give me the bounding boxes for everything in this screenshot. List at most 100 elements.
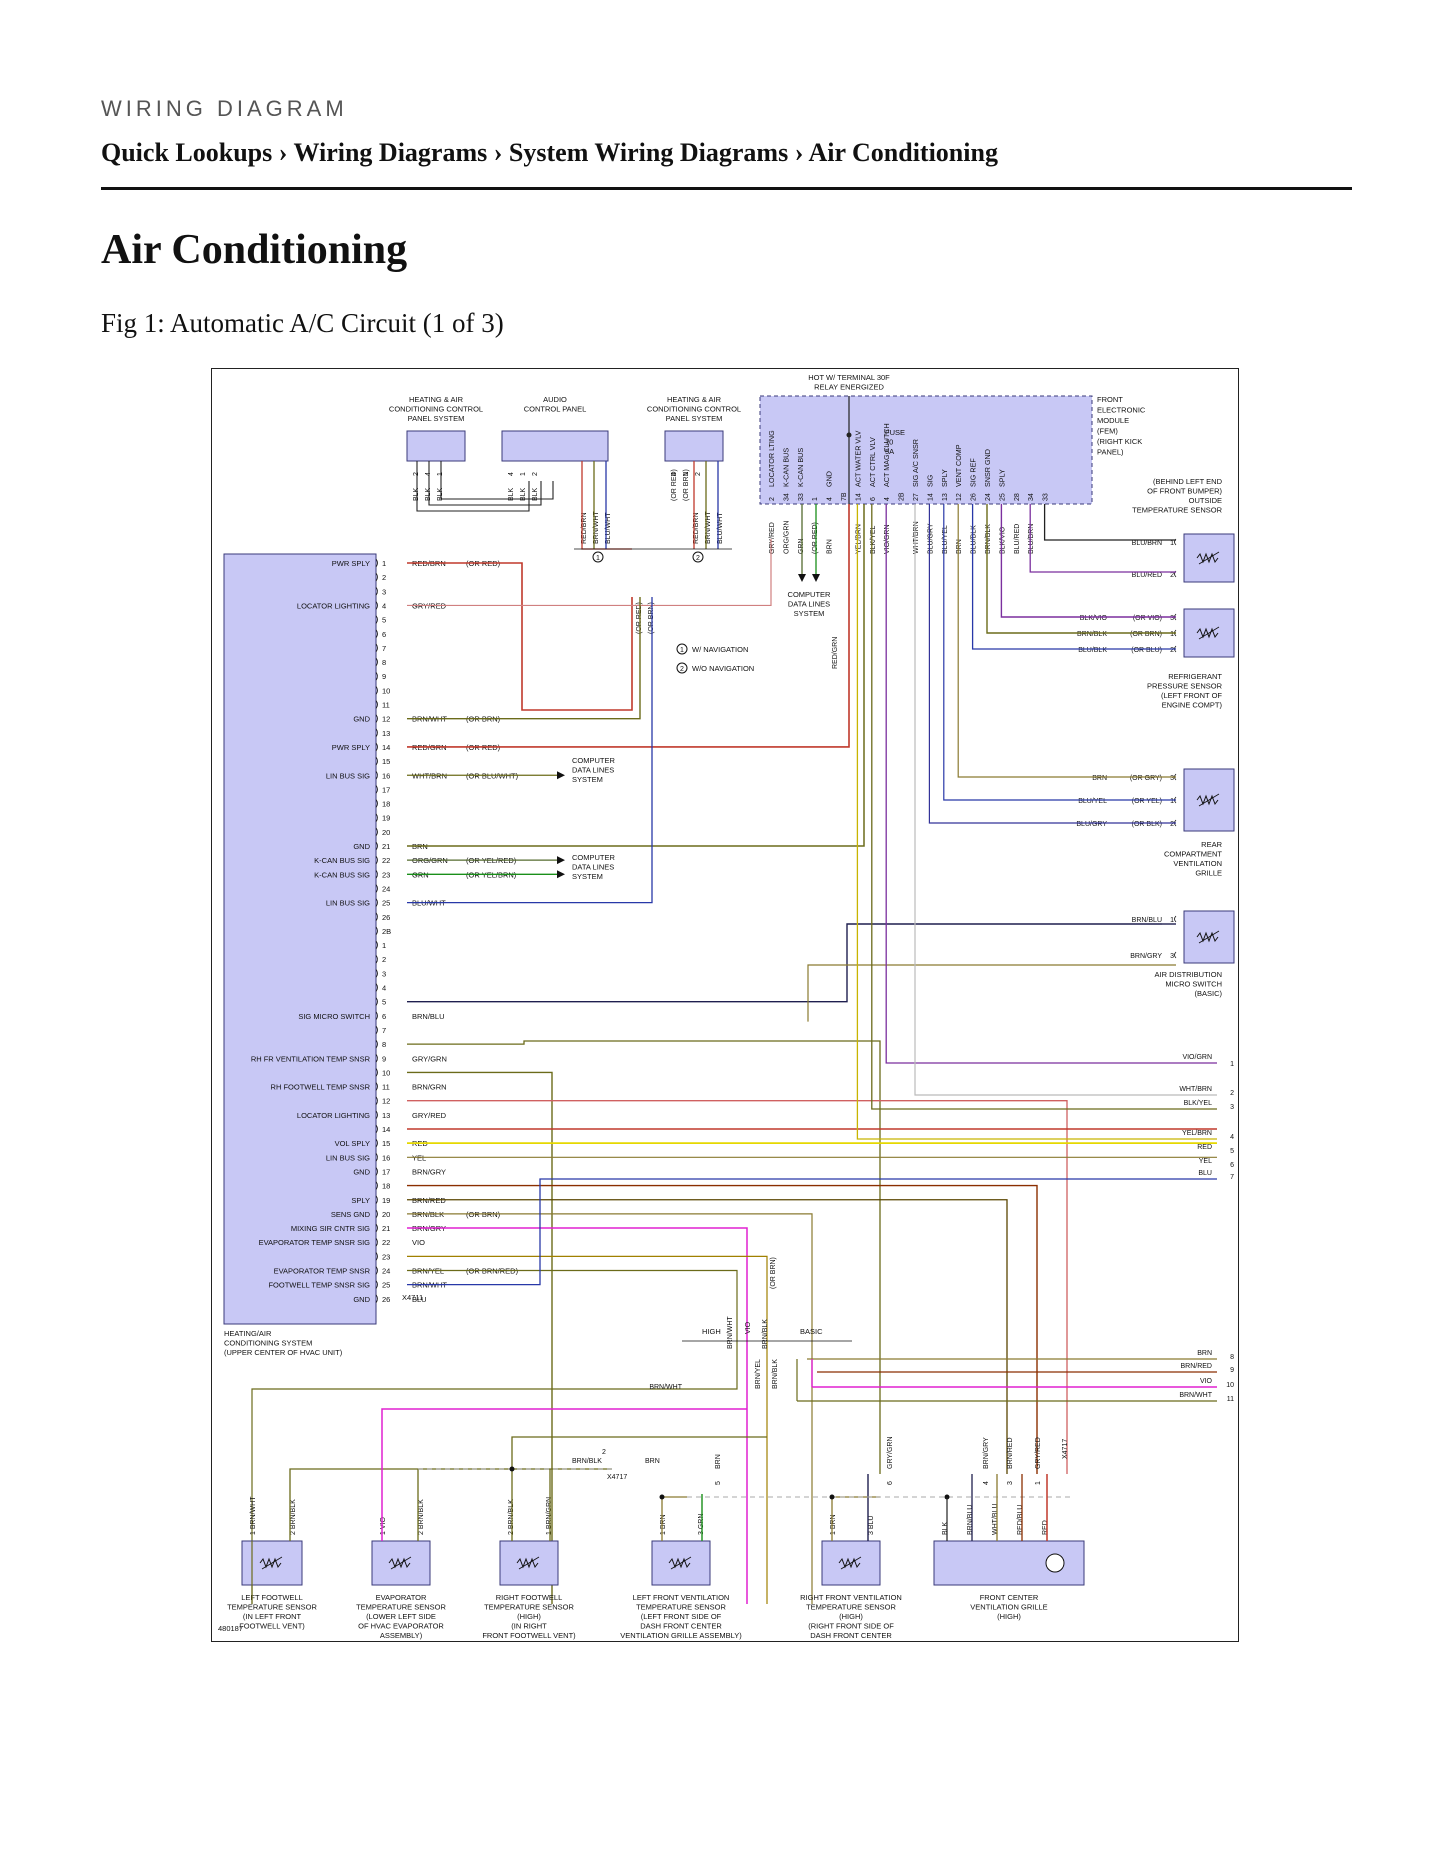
top-module-wire: BLK	[532, 487, 539, 501]
connector-tooth	[375, 1025, 378, 1035]
breadcrumb-item-wiring-diagrams[interactable]: Wiring Diagrams	[293, 138, 488, 167]
hvac-pin-number: 25	[382, 899, 390, 908]
hvac-pin-function: LIN BUS SIG	[326, 771, 370, 780]
fem-pin-number: 34	[1028, 493, 1035, 501]
fem-pin-function: ACT CTRL VLV	[868, 437, 877, 487]
connector-tooth	[375, 601, 378, 610]
hvac-pin-function: SENS GND	[331, 1210, 371, 1219]
hvac-pin-function: EVAPORATOR TEMP SNSR SIG	[259, 1238, 371, 1247]
fem-fuse-label: FUSE	[885, 428, 905, 437]
bottom-component-label: (LEFT FRONT SIDE OF	[641, 1612, 722, 1621]
sensor-symbol	[1196, 794, 1219, 806]
resistor-arrow	[1198, 793, 1220, 807]
right-component-wire: BRN/BLK	[1077, 631, 1107, 638]
top-module-label: CONDITIONING CONTROL	[389, 405, 483, 414]
arrow-computer-data	[557, 856, 565, 865]
bottom-component-label: (HIGH)	[517, 1612, 541, 1621]
wire-mixing	[407, 1213, 813, 1604]
hvac-pin-number: 23	[382, 870, 390, 879]
bottom-wire-label: 6	[887, 1481, 894, 1485]
connector-tooth	[375, 587, 378, 596]
top-module-label: PANEL SYSTEM	[666, 414, 723, 423]
hvac-pin-number: 16	[382, 1153, 390, 1162]
fem-fuse-label: 5A	[885, 447, 894, 456]
right-component-wire: BLU/BRN	[1132, 540, 1162, 547]
bottom-wire-label: BRN/RED	[1007, 1437, 1014, 1469]
bottom-wire-label: 5	[715, 1481, 722, 1485]
breadcrumb-item-quick-lookups[interactable]: Quick Lookups	[101, 138, 273, 167]
right-component-label: (BEHIND LEFT END	[1153, 477, 1223, 486]
resistor-arrow	[1198, 626, 1220, 640]
splice-node	[829, 1494, 835, 1500]
right-exit-number: 2	[1230, 1090, 1234, 1097]
right-component-label: COMPARTMENT	[1164, 850, 1222, 859]
fem-label: MODULE	[1097, 416, 1129, 425]
fem-pin-wire: BLU/YEL	[942, 525, 949, 554]
wire-blu	[407, 1178, 1217, 1286]
top-supply-label: RELAY ENERGIZED	[814, 383, 884, 392]
computer-data-label: SYSTEM	[572, 872, 603, 881]
fem-pin-number: 28	[1014, 493, 1021, 501]
bottom-component-label: (HIGH)	[839, 1612, 863, 1621]
bottom-component-label: (RIGHT FRONT SIDE OF	[808, 1622, 894, 1631]
fem-pin-function: SPLY	[940, 469, 949, 487]
right-exit-number: 7	[1230, 1174, 1234, 1181]
hvac-pin-number: 8	[382, 1040, 386, 1049]
panel-wire-label: BRN/WHT	[705, 511, 712, 544]
computer-data-label: COMPUTER	[788, 590, 832, 599]
connector-tooth	[375, 615, 378, 624]
bottom-component-label: TEMPERATURE SENSOR	[227, 1603, 317, 1612]
branch-high-label: HIGH	[702, 1327, 721, 1336]
bottom-component-pin: RED/BLU	[1017, 1505, 1024, 1535]
panel-wire-label: RED/BRN	[581, 512, 588, 544]
right-component-wire: BLU/YEL	[1078, 798, 1107, 805]
hvac-pin-wire: BLU	[412, 1295, 427, 1304]
hvac-pin-function: SPLY	[351, 1196, 370, 1205]
bottom-component-pin: 2 BRN/BLK	[418, 1499, 425, 1535]
hvac-pin-function: LIN BUS SIG	[326, 899, 370, 908]
right-component-label: OUTSIDE	[1189, 496, 1222, 505]
hvac-pin-number: 8	[382, 658, 386, 667]
fem-pin-function: VENT COMP	[954, 444, 963, 487]
hvac-pin-function: RH FR VENTILATION TEMP SNSR	[251, 1054, 371, 1063]
right-exit-number: 10	[1226, 1382, 1234, 1389]
right-exit-wire: VIO	[1200, 1378, 1213, 1385]
ground-wire	[428, 461, 542, 506]
fem-pin-number: 26	[971, 493, 978, 501]
hvac-pin-number: 4	[382, 984, 386, 993]
bottom-component-label: RIGHT FRONT VENTILATION	[800, 1593, 902, 1602]
bottom-wire-label: 1	[1035, 1481, 1042, 1485]
breadcrumb-separator: ›	[493, 138, 503, 167]
bottom-component-pin: RED	[1042, 1520, 1049, 1535]
right-component-pin: 3	[1170, 953, 1174, 960]
bottom-component-label: VENTILATION GRILLE ASSEMBLY)	[790, 1641, 912, 1642]
hvac-pin-number: 6	[382, 630, 386, 639]
fem-label: ELECTRONIC	[1097, 406, 1146, 415]
resistor-arrow	[840, 1556, 862, 1570]
top-module-box	[664, 430, 724, 462]
fem-pin-wire: BLK/VIO	[999, 526, 1006, 554]
connector-tooth	[375, 1167, 378, 1176]
top-module-wire: (OR RED)	[671, 469, 678, 501]
computer-data-label: COMPUTER	[572, 756, 616, 765]
breadcrumb-item-air-conditioning[interactable]: Air Conditioning	[808, 138, 998, 167]
top-module-pin: 1	[520, 472, 527, 476]
hvac-label: CONDITIONING SYSTEM	[224, 1339, 312, 1348]
fem-pin-function: SNSR GND	[983, 449, 992, 487]
fem-pin-number: 12	[956, 493, 963, 501]
top-module-pin: 1	[683, 472, 690, 476]
connector-tooth	[375, 643, 378, 653]
right-component-label: AIR DISTRIBUTION	[1154, 970, 1222, 979]
bottom-component-label: TEMPERATURE SENSOR	[484, 1603, 574, 1612]
right-exit-wire: BRN/RED	[1180, 1363, 1212, 1370]
bottom-wire	[381, 1408, 747, 1541]
arrow-kcan	[798, 574, 806, 582]
fem-pin-function: LOCATOR LTING	[767, 430, 776, 487]
hvac-label: HEATING/AIR	[224, 1329, 272, 1338]
computer-data-label: DATA LINES	[572, 863, 614, 872]
wire-gry-red	[407, 1100, 1068, 1474]
hvac-pin-number: 1	[382, 941, 386, 950]
hvac-pin-function: GND	[353, 1295, 370, 1304]
breadcrumb-item-system-wiring-diagrams[interactable]: System Wiring Diagrams	[508, 138, 789, 167]
bottom-wire-label: BRN/GRY	[983, 1437, 990, 1469]
